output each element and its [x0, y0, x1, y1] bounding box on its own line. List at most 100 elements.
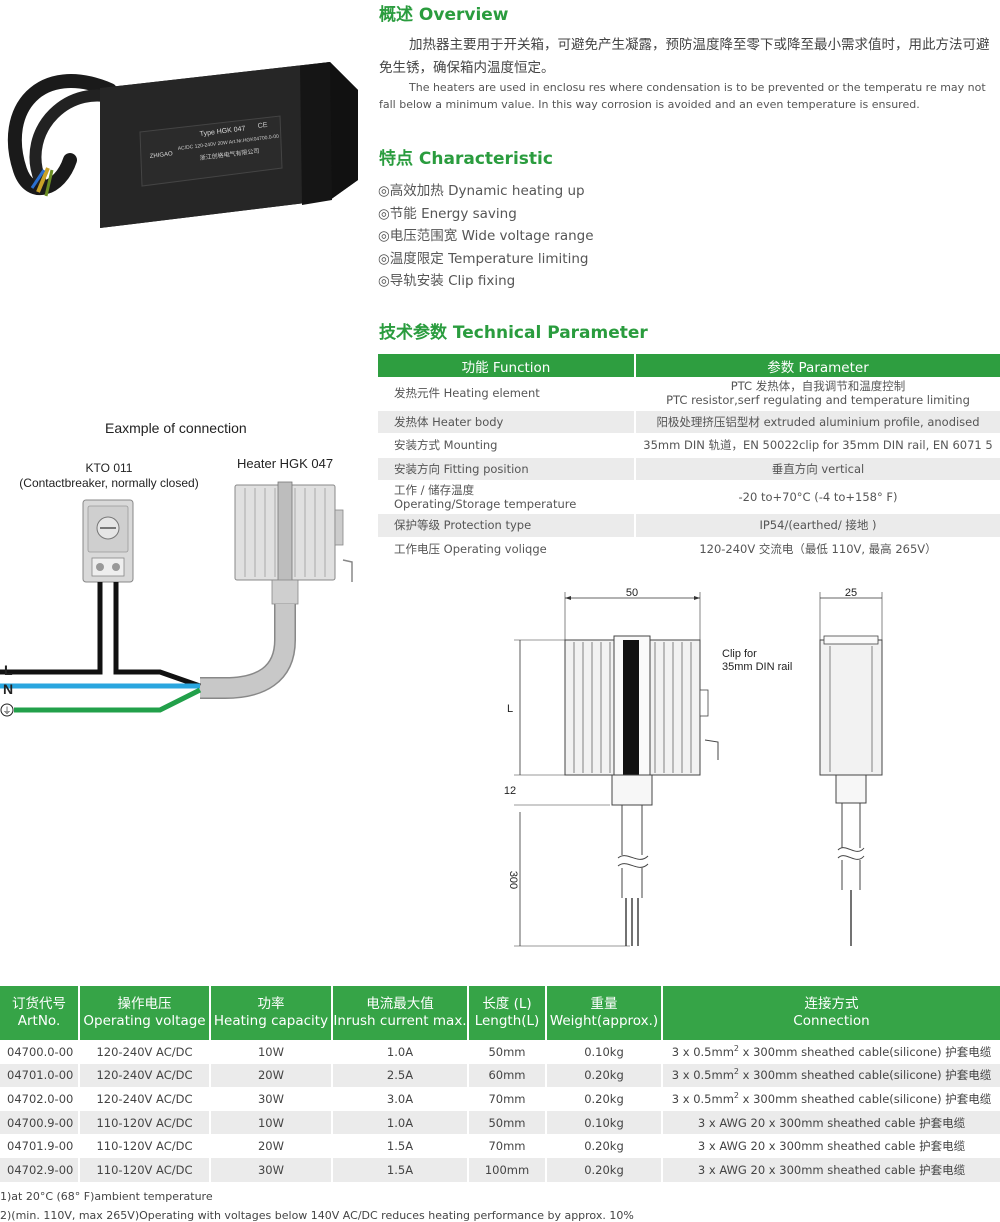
- clip-note-line2: 35mm DIN rail: [722, 661, 792, 673]
- line-label-n: N: [3, 681, 14, 697]
- order-artno: 04702.0-00: [7, 1091, 74, 1106]
- order-artno: 04701.9-00: [7, 1139, 74, 1154]
- technical-parameter: 120-240V 交流电（最低 110V, 最高 265V）: [634, 537, 1000, 561]
- technical-parameter: -20 to+70°C (-4 to+158° F): [634, 480, 1000, 514]
- order-connection: 3 x 0.5mm2 x 300mm sheathed cable(silico…: [661, 1087, 1000, 1111]
- order-artno: 04700.9-00: [0, 1110, 79, 1135]
- technical-function: 安装方式 Mounting: [378, 433, 635, 458]
- order-connection-b: x 300mm sheathed cable(silicone) 护套电缆: [739, 1068, 992, 1083]
- overview-text-en: The heaters are used in enclosu res wher…: [379, 81, 986, 111]
- order-connection-sup: 2: [733, 1091, 739, 1101]
- technical-function: 工作电压 Operating voliqge: [378, 537, 635, 561]
- order-current: 2.5A: [331, 1063, 468, 1088]
- technical-function-line: 工作 / 储存温度: [394, 482, 475, 497]
- characteristic-item: ◎电压范围宽 Wide voltage range: [378, 228, 594, 245]
- order-current: 1.5A: [331, 1134, 468, 1158]
- order-connection-a: 3 x 0.5mm: [671, 1068, 734, 1083]
- technical-col-parameter: 参数 Parameter: [634, 354, 1000, 377]
- technical-parameter-line: PTC 发热体，自我调节和温度控制: [730, 378, 906, 393]
- characteristic-item: ◎高效加热 Dynamic heating up: [378, 183, 585, 199]
- order-current: 3.0A: [331, 1087, 468, 1111]
- table-row: 04701.9-00 110-120V AC/DC 20W 1.5A 70mm …: [0, 1134, 1000, 1158]
- order-col-connection-zh: 连接方式: [804, 996, 859, 1012]
- technical-parameter: PTC 发热体，自我调节和温度控制 PTC resistor,serf regu…: [634, 377, 1000, 411]
- table-row: 工作 / 储存温度 Operating/Storage temperature …: [378, 480, 1000, 514]
- technical-function: 发热体 Heater body: [378, 410, 635, 434]
- order-connection: 3 x AWG 20 x 300mm sheathed cable 护套电缆: [661, 1110, 1000, 1135]
- order-col-length-zh: 长度 (L): [482, 996, 532, 1012]
- order-voltage: 120-240V AC/DC: [78, 1063, 210, 1088]
- kto-label-desc: (Contactbreaker, normally closed): [19, 476, 199, 490]
- order-col-inrush-en: Inrush current max.: [333, 1013, 467, 1029]
- order-current: 1.0A: [331, 1040, 468, 1064]
- order-connection-a: 3 x 0.5mm: [671, 1044, 734, 1059]
- order-col-voltage-en: Operating voltage: [83, 1013, 206, 1029]
- connection-diagram: ⏚: [0, 481, 353, 717]
- technical-parameter: IP54/(earthed/ 接地 ): [634, 513, 1000, 538]
- heater-label: Heater HGK 047: [237, 456, 334, 471]
- order-weight: 0.20kg: [545, 1063, 662, 1088]
- order-length: 50mm: [467, 1040, 546, 1064]
- table-row: 04702.0-00 120-240V AC/DC 30W 3.0A 70mm …: [0, 1087, 1000, 1111]
- table-row: 04702.9-00 110-120V AC/DC 30W 1.5A 100mm…: [0, 1157, 1000, 1182]
- order-voltage: 120-240V AC/DC: [78, 1040, 210, 1064]
- kto-label: KTO 011 (Contactbreaker, normally closed…: [3, 461, 215, 491]
- dim-depth: 25: [845, 587, 857, 599]
- table-row: 发热体 Heater body 阳极处理挤压铝型材 extruded alumi…: [378, 410, 1000, 434]
- clip-note-line1: Clip for: [722, 648, 757, 660]
- order-col-weight-en: Weight(approx.): [549, 1013, 659, 1029]
- order-connection-b: x 300mm sheathed cable(silicone) 护套电缆: [739, 1044, 992, 1059]
- table-row: 安装方向 Fitting position 垂直方向 vertical: [378, 457, 1000, 481]
- order-weight: 0.20kg: [545, 1157, 662, 1182]
- technical-table: 功能 Function 参数 Parameter 发热元件 Heating el…: [378, 354, 1000, 561]
- order-col-length: 长度 (L)Length(L): [467, 986, 546, 1040]
- line-label-l: L: [4, 662, 13, 678]
- order-col-artno-en: ArtNo.: [17, 1013, 61, 1029]
- order-artno: 04701.0-00: [0, 1063, 79, 1088]
- footnote: 1)at 20°C (68° F)ambient temperature: [0, 1190, 213, 1203]
- characteristic-item: ◎节能 Energy saving: [378, 205, 517, 222]
- technical-parameter: 阳极处理挤压铝型材 extruded aluminium profile, an…: [634, 410, 1000, 434]
- product-label-ce: CE: [257, 122, 268, 130]
- characteristic-heading: 特点 Characteristic: [379, 149, 553, 169]
- table-row: 04700.0-00 120-240V AC/DC 10W 1.0A 50mm …: [0, 1040, 1000, 1064]
- technical-function: 工作 / 储存温度 Operating/Storage temperature: [378, 480, 635, 514]
- dim-width: 50: [626, 587, 638, 599]
- connection-title: Eaxmple of connection: [105, 420, 247, 436]
- order-col-inrush-zh: 电流最大值: [366, 996, 434, 1012]
- technical-heading: 技术参数 Technical Parameter: [379, 323, 648, 343]
- order-connection: 3 x 0.5mm2 x 300mm sheathed cable(silico…: [661, 1040, 1000, 1064]
- order-power: 10W: [209, 1040, 332, 1064]
- order-current: 1.5A: [331, 1157, 468, 1182]
- order-col-capacity-zh: 功率: [257, 996, 285, 1012]
- order-connection-a: 3 x AWG 20 x 300mm sheathed cable 护套电缆: [697, 1139, 966, 1154]
- order-connection: 3 x 0.5mm2 x 300mm sheathed cable(silico…: [661, 1063, 1000, 1088]
- order-col-capacity-en: Heating capacity: [213, 1013, 329, 1029]
- technical-parameter-line: PTC resistor,serf regulating and tempera…: [666, 393, 970, 408]
- order-col-weight-zh: 重量: [590, 996, 618, 1012]
- order-power: 10W: [209, 1110, 332, 1135]
- table-row: 04700.9-00 110-120V AC/DC 10W 1.0A 50mm …: [0, 1110, 1000, 1135]
- order-connection: 3 x AWG 20 x 300mm sheathed cable 护套电缆: [661, 1157, 1000, 1182]
- order-connection-a: 3 x 0.5mm: [671, 1091, 734, 1106]
- dim-length: L: [507, 703, 513, 715]
- table-row: 安装方式 Mounting 35mm DIN 轨道，EN 50022clip f…: [378, 433, 1000, 458]
- technical-function: 安装方向 Fitting position: [378, 457, 635, 481]
- table-row: 发热元件 Heating element PTC 发热体，自我调节和温度控制 P…: [378, 377, 1000, 411]
- footnotes: 1)at 20°C (68° F)ambient temperature 2)(…: [0, 1188, 634, 1222]
- order-length: 100mm: [467, 1157, 546, 1182]
- order-power: 20W: [209, 1134, 332, 1158]
- order-connection-a: 3 x AWG 20 x 300mm sheathed cable 护套电缆: [697, 1115, 966, 1130]
- order-connection-sup: 2: [733, 1043, 739, 1053]
- technical-function: 保护等级 Protection type: [378, 513, 635, 538]
- order-connection-b: x 300mm sheathed cable(silicone) 护套电缆: [739, 1091, 992, 1106]
- order-power: 20W: [209, 1063, 332, 1088]
- order-col-artno-zh: 订货代号: [12, 996, 66, 1012]
- characteristic-item: ◎温度限定 Temperature limiting: [378, 250, 589, 267]
